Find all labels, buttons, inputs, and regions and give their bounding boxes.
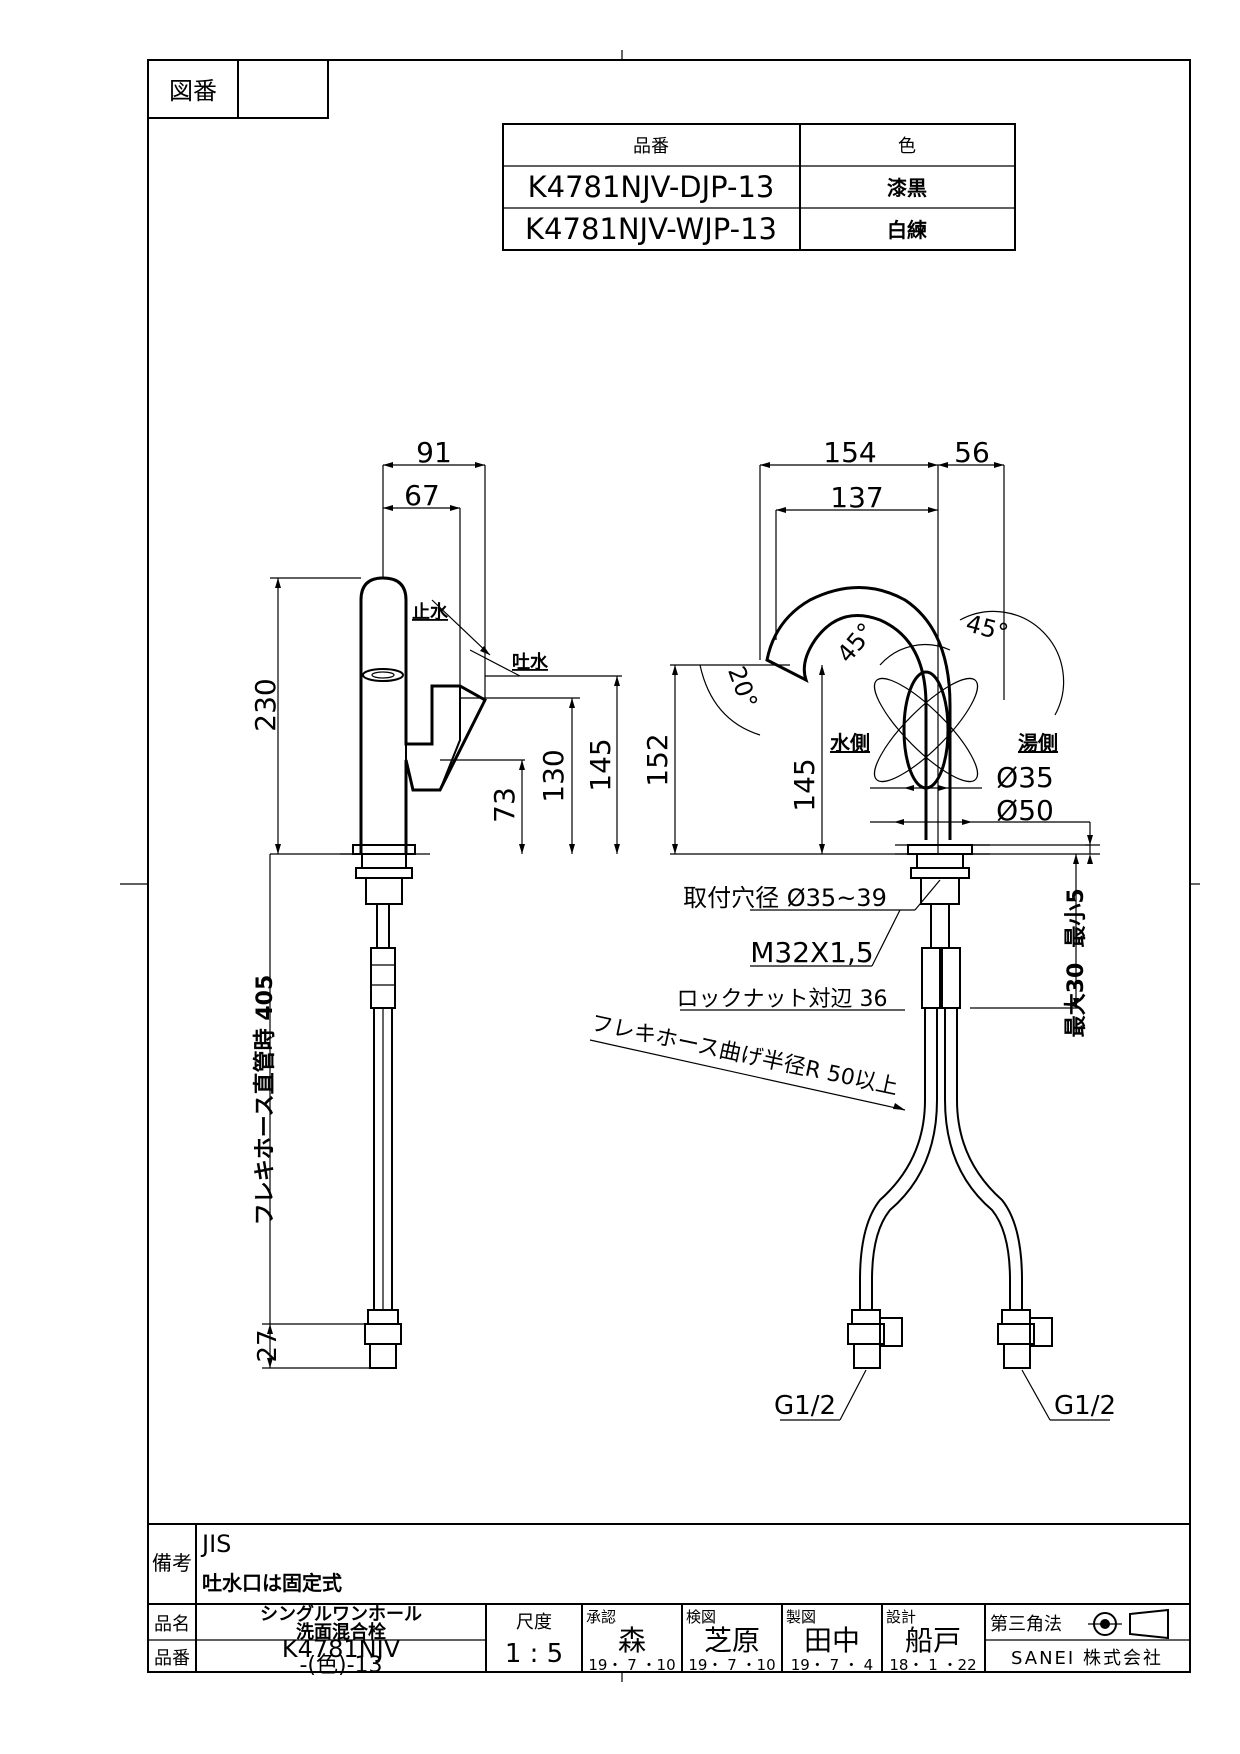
design-date: 18・ 1 ・22	[889, 1656, 976, 1674]
third-angle-projection-icon	[1088, 1608, 1169, 1640]
dim-56: 56	[954, 436, 990, 469]
dim-angle-20: 20°	[722, 662, 763, 712]
product-number-1: K4781NJV-DJP-13	[528, 170, 775, 204]
label-water-side: 水側	[830, 731, 870, 755]
label-hot-side: 湯側	[1018, 731, 1058, 755]
company-name: SANEI 株式会社	[1011, 1648, 1163, 1669]
label-max-thickness: 最大30	[1064, 963, 1089, 1038]
title-scale-value: 1 : 5	[505, 1639, 563, 1669]
product-color-1: 漆黒	[887, 176, 927, 200]
dim-145-right: 145	[788, 758, 821, 811]
approve-name: 森	[618, 1624, 646, 1657]
approve-label: 承認	[586, 1608, 616, 1626]
title-scale-label: 尺度	[516, 1612, 552, 1633]
title-block: 品名 シングルワンホール 洗面混合栓 品番 K4781NJV -(色)-13 尺…	[148, 1603, 1190, 1678]
label-g12-left: G1/2	[774, 1391, 836, 1421]
title-name-line-1: シングルワンホール	[260, 1603, 422, 1625]
drawing-number-label: 図番	[169, 77, 217, 105]
drawing-number-box: 図番	[147, 59, 329, 119]
dim-130: 130	[537, 749, 570, 802]
title-number-label: 品番	[154, 1648, 190, 1669]
dim-27: 27	[253, 1329, 283, 1362]
draw-label: 製図	[786, 1608, 816, 1626]
label-discharge: 吐水	[512, 651, 549, 673]
draw-date: 19・ 7 ・ 4	[791, 1656, 873, 1674]
dim-152: 152	[641, 733, 674, 786]
label-stop-water: 止水	[412, 601, 449, 623]
dim-67: 67	[404, 479, 440, 512]
design-name: 船戸	[905, 1624, 961, 1657]
notes-label: 備考	[152, 1551, 192, 1575]
front-view-drawing: 154 56 137 152 145 20° 45° 45° 水側 湯側 Ø35…	[589, 436, 1116, 1421]
label-hose-straight-405: フレキホース直管時 405	[252, 975, 278, 1225]
label-hose-bend: フレキホース曲げ半径R 50以上	[589, 1011, 901, 1101]
notes-block: 備考 JIS 吐水口は固定式	[148, 1523, 1190, 1605]
product-table: 品番 色 K4781NJV-DJP-13 漆黒 K4781NJV-WJP-13 …	[502, 123, 1016, 251]
product-table-header-color: 色	[898, 136, 916, 157]
label-thread: M32X1,5	[750, 936, 874, 969]
label-dia-50: Ø50	[996, 794, 1054, 827]
notes-line-2: 吐水口は固定式	[202, 1571, 342, 1595]
dim-230: 230	[249, 678, 282, 731]
sheet-border	[147, 59, 1191, 1673]
approve-date: 19・ 7 ・10	[588, 1656, 675, 1674]
title-number-line-1: K4781NJV	[282, 1635, 401, 1663]
dim-91: 91	[416, 436, 452, 469]
check-label: 検図	[686, 1608, 716, 1626]
check-name: 芝原	[704, 1624, 760, 1657]
title-name-label: 品名	[154, 1614, 190, 1635]
notes-line-1: JIS	[200, 1530, 231, 1558]
dim-angle-45-left: 45°	[831, 618, 880, 669]
product-color-2: 白練	[887, 218, 927, 242]
product-table-header-number: 品番	[633, 136, 669, 157]
side-view-drawing: 91 67 230 130 73 145 27 止水 吐水 フレキホース直管時 …	[249, 436, 622, 1369]
label-g12-right: G1/2	[1054, 1391, 1116, 1421]
label-min-thickness: 最小5	[1064, 888, 1089, 947]
title-number-line-2: -(色)-13	[299, 1653, 382, 1678]
draw-name: 田中	[804, 1624, 860, 1657]
design-label: 設計	[886, 1608, 916, 1626]
product-number-2: K4781NJV-WJP-13	[525, 212, 777, 246]
label-locknut: ロックナット対辺 36	[677, 987, 888, 1012]
dim-73: 73	[488, 787, 521, 823]
dim-145-left: 145	[584, 738, 617, 791]
projection-label: 第三角法	[990, 1614, 1062, 1635]
check-date: 19・ 7 ・10	[688, 1656, 775, 1674]
title-name-line-2: 洗面混合栓	[296, 1621, 386, 1643]
label-mount-hole: 取付穴径 Ø35~39	[683, 884, 887, 912]
dim-137: 137	[830, 481, 883, 514]
label-dia-35: Ø35	[996, 761, 1054, 794]
dim-154: 154	[823, 436, 876, 469]
